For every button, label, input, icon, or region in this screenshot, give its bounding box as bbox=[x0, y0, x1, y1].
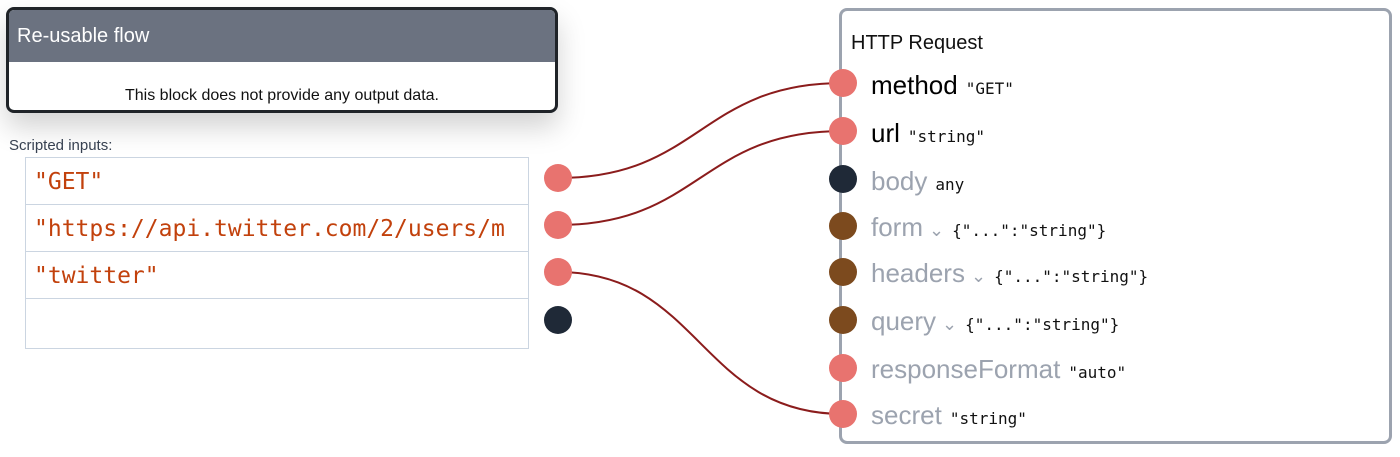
param-name: query bbox=[871, 306, 937, 336]
param-type: "string" bbox=[907, 127, 985, 146]
output-port-0[interactable] bbox=[544, 164, 572, 192]
param-body: body any bbox=[871, 166, 964, 200]
chevron-down-icon[interactable]: ⌄ bbox=[970, 266, 987, 286]
input-port-form[interactable] bbox=[829, 212, 857, 240]
output-port-1[interactable] bbox=[544, 211, 572, 239]
input-port-body[interactable] bbox=[829, 165, 857, 193]
scripted-inputs-label: Scripted inputs: bbox=[9, 137, 113, 154]
scripted-input-empty[interactable] bbox=[26, 299, 528, 346]
param-responseformat: responseFormat "auto" bbox=[871, 354, 1126, 388]
wire-url-to-url bbox=[557, 130, 844, 226]
param-name: method bbox=[871, 70, 958, 100]
param-name: url bbox=[871, 118, 900, 148]
param-headers: headers ⌄ {"...":"string"} bbox=[871, 258, 1148, 292]
http-request-title: HTTP Request bbox=[851, 32, 983, 54]
input-port-responseformat[interactable] bbox=[829, 354, 857, 382]
flow-block-message: This block does not provide any output d… bbox=[125, 87, 439, 104]
chevron-down-icon[interactable]: ⌄ bbox=[942, 314, 958, 334]
http-request-block[interactable] bbox=[839, 8, 1392, 444]
param-type: {"...":"string"} bbox=[965, 315, 1120, 334]
scripted-inputs-list: "GET" "https://api.twitter.com/2/users/m… bbox=[25, 157, 529, 349]
reusable-flow-block[interactable]: Re-usable flow This block does not provi… bbox=[6, 7, 558, 113]
wire-twitter-to-secret bbox=[557, 271, 844, 415]
input-port-method[interactable] bbox=[829, 69, 857, 97]
flow-block-title: Re-usable flow bbox=[9, 10, 555, 62]
param-name: responseFormat bbox=[871, 354, 1061, 384]
param-type: "auto" bbox=[1068, 363, 1127, 382]
param-type: {"...":"string"} bbox=[994, 267, 1149, 286]
param-type: any bbox=[935, 175, 965, 194]
param-secret: secret "string" bbox=[871, 400, 1027, 434]
param-name: form bbox=[871, 212, 923, 242]
input-port-headers[interactable] bbox=[829, 258, 857, 286]
output-port-2[interactable] bbox=[544, 258, 572, 286]
param-url: url "string" bbox=[871, 118, 985, 152]
param-type: {"...":"string"} bbox=[952, 221, 1107, 240]
chevron-down-icon[interactable]: ⌄ bbox=[929, 220, 945, 240]
scripted-input-secret[interactable]: "twitter" bbox=[26, 252, 528, 299]
param-query: query ⌄ {"...":"string"} bbox=[871, 306, 1119, 340]
param-name: headers bbox=[871, 258, 965, 288]
scripted-input-method[interactable]: "GET" bbox=[26, 158, 528, 205]
param-name: body bbox=[871, 166, 928, 196]
param-name: secret bbox=[871, 400, 942, 430]
input-port-query[interactable] bbox=[829, 306, 857, 334]
output-port-3[interactable] bbox=[544, 306, 572, 334]
param-type: "GET" bbox=[965, 79, 1014, 98]
param-method: method "GET" bbox=[871, 70, 1014, 104]
input-port-url[interactable] bbox=[829, 117, 857, 145]
wire-get-to-method bbox=[557, 82, 844, 179]
param-form: form ⌄ {"...":"string"} bbox=[871, 212, 1106, 246]
param-type: "string" bbox=[949, 409, 1027, 428]
scripted-input-url[interactable]: "https://api.twitter.com/2/users/m bbox=[26, 205, 528, 252]
input-port-secret[interactable] bbox=[829, 400, 857, 428]
